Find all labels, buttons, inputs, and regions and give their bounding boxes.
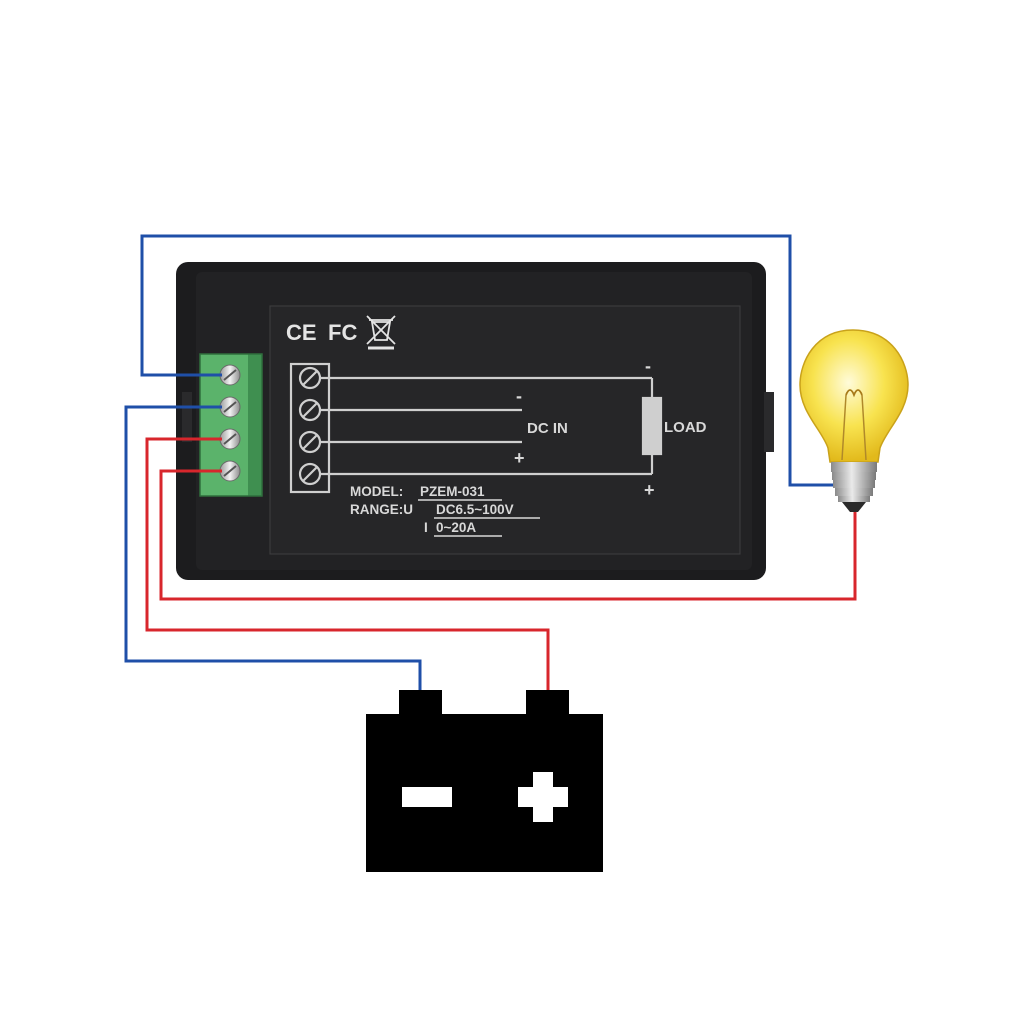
current-label: I	[424, 520, 428, 535]
schematic-terminal-box	[289, 362, 331, 494]
spec-label: MODEL: PZEM-031 RANGE:U DC6.5~100V I 0~2…	[350, 484, 540, 537]
weee-bin-icon	[366, 315, 396, 350]
battery-minus-symbol	[402, 787, 452, 807]
wire-battery-positive	[145, 437, 550, 690]
battery-icon	[366, 690, 603, 872]
ce-mark-icon: CE	[286, 320, 317, 345]
voltage-range: DC6.5~100V	[436, 502, 514, 517]
screw-terminal-icon	[219, 364, 241, 482]
light-bulb-icon	[799, 329, 909, 512]
side-clip-left	[182, 392, 192, 442]
wire-load-negative	[140, 234, 834, 487]
range-label: RANGE:U	[350, 502, 413, 517]
dc-in-minus-sign: -	[516, 386, 522, 406]
dc-in-label: DC IN	[527, 420, 568, 437]
load-label: LOAD	[664, 419, 707, 436]
certification-marks: CE FC	[286, 315, 396, 350]
model-label: MODEL:	[350, 484, 403, 499]
load-plus-sign: +	[644, 480, 655, 500]
model-value: PZEM-031	[420, 484, 485, 499]
internal-schematic	[289, 362, 663, 494]
battery-plus-symbol	[518, 772, 568, 822]
fc-mark-icon: FC	[328, 320, 357, 345]
wire-battery-negative	[124, 405, 422, 690]
wire-load-positive	[159, 469, 857, 601]
side-clip-right	[764, 392, 774, 452]
current-range: 0~20A	[436, 520, 476, 535]
load-minus-sign: -	[645, 356, 651, 376]
load-resistor-symbol	[641, 396, 663, 456]
meter-body	[176, 262, 774, 580]
dc-in-plus-sign: +	[514, 448, 525, 468]
